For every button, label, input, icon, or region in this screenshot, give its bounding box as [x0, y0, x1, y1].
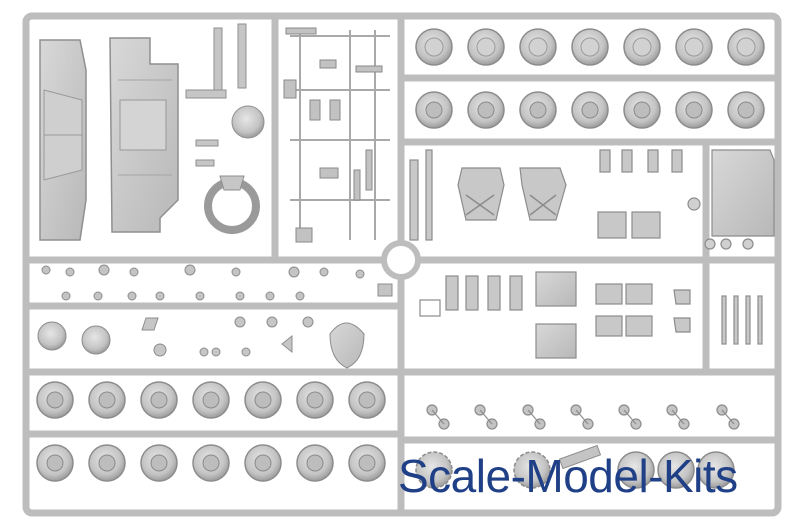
suspension-arms [426, 404, 740, 430]
sprue-center-ring [381, 240, 421, 280]
small-parts-top-center-details [283, 27, 383, 243]
small-parts-top-center [290, 30, 390, 240]
road-wheels-top-row-2 [415, 91, 765, 129]
road-wheels-bottom-row-2 [36, 444, 386, 482]
parts-right-middle [409, 149, 775, 250]
hull-plate-left [39, 39, 87, 241]
small-parts-strip-1 [41, 264, 393, 297]
small-parts-top-left [185, 23, 265, 234]
sprue-frame [22, 12, 782, 517]
small-parts-strip-3 [37, 316, 365, 369]
sprocket-wheels [415, 444, 735, 489]
road-wheels-bottom-row-1 [36, 381, 386, 419]
hull-plate-center [109, 37, 179, 233]
road-wheels-top-row-1 [415, 28, 765, 66]
small-parts-strip-2 [61, 291, 305, 301]
watermark-text: Scale-Model-Kits [398, 450, 738, 502]
parts-right-lower [419, 271, 763, 359]
